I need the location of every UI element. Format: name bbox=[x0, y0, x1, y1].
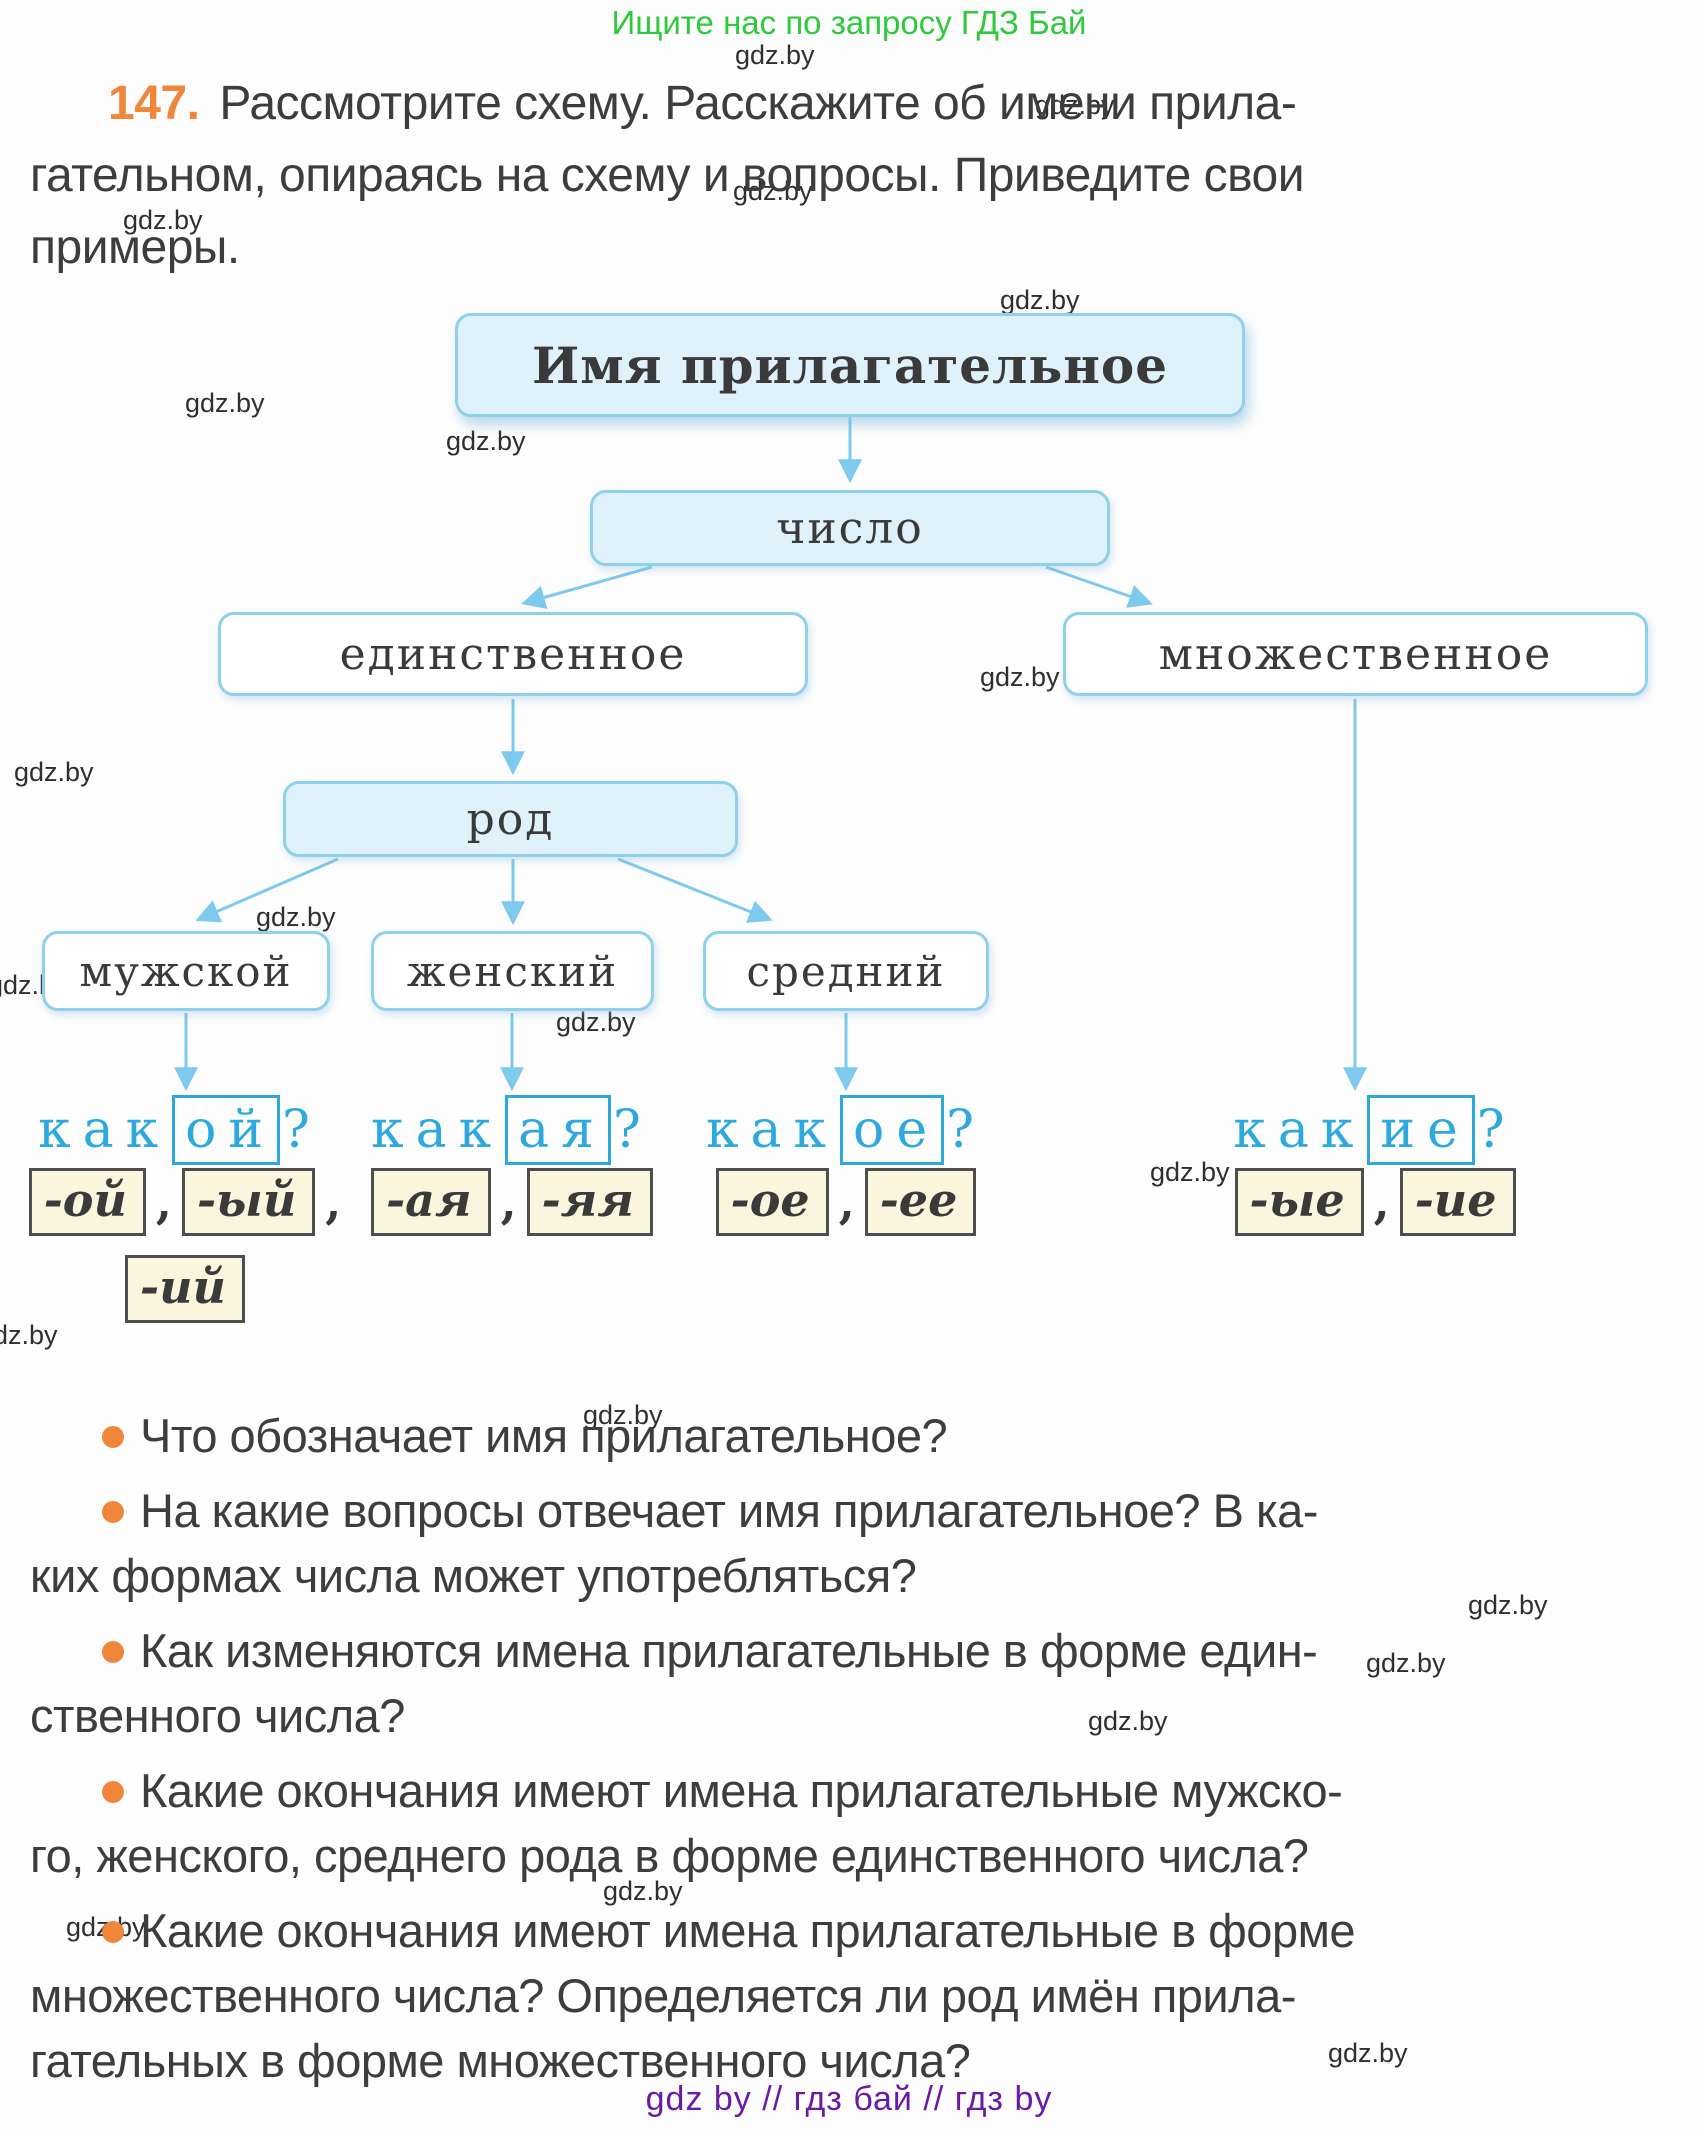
node-singular: единственное bbox=[218, 612, 808, 696]
gdz-watermark: gdz.by bbox=[603, 1876, 683, 1906]
gdz-watermark: gdz.by bbox=[0, 1320, 58, 1350]
gdz-watermark: gdz.by bbox=[556, 1007, 636, 1037]
exercise-intro-line-3: примеры. bbox=[30, 221, 240, 274]
bullet-dot bbox=[102, 1641, 124, 1663]
node-number: число bbox=[590, 490, 1110, 566]
comma: , bbox=[500, 1175, 517, 1229]
gdz-watermark: gdz.by bbox=[583, 1400, 663, 1430]
question-2-line-1: На какие вопросы отвечает имя прилагател… bbox=[30, 1483, 1318, 1538]
gdz-watermark: gdz.by bbox=[1468, 1590, 1548, 1620]
endings-plural: -ые, -ие bbox=[1234, 1168, 1516, 1236]
question-5-line-2: множественного числа? Определяется ли ро… bbox=[30, 1969, 1296, 2022]
qw-prefix: как bbox=[1233, 1100, 1366, 1160]
question-2-line-2: ких формах числа может употребляться? bbox=[30, 1549, 917, 1602]
question-text: Какие окончания имеют имена прилагательн… bbox=[140, 1764, 1343, 1817]
question-5-line-1: Какие окончания имеют имена прилагательн… bbox=[30, 1903, 1356, 1958]
ending-chip: -ие bbox=[1399, 1168, 1516, 1236]
comma: , bbox=[325, 1175, 342, 1229]
exercise-intro-line-2: гательном, опираясь на схему и вопросы. … bbox=[30, 149, 1305, 202]
qw-mark: ? bbox=[1476, 1100, 1517, 1160]
question-text: Какие окончания имеют имена прилагательн… bbox=[140, 1904, 1356, 1957]
endings-masculine-row-2: -ий bbox=[30, 1255, 340, 1323]
endings-neuter: -ое, -ее bbox=[715, 1168, 977, 1236]
question-4-line-2: го, женского, среднего рода в форме един… bbox=[30, 1829, 1309, 1882]
question-3-line-2: ственного числа? bbox=[30, 1689, 405, 1742]
gdz-watermark: gdz.by bbox=[1088, 1706, 1168, 1736]
question-text: Что обозначает имя прилагательное? bbox=[140, 1409, 948, 1462]
ending-chip: -ий bbox=[125, 1255, 245, 1323]
qw-mark: ? bbox=[612, 1100, 653, 1160]
question-text: Как изменяются имена прилагательные в фо… bbox=[140, 1624, 1318, 1677]
comma: , bbox=[155, 1175, 172, 1229]
comma: , bbox=[1373, 1175, 1390, 1229]
question-4-line-1: Какие окончания имеют имена прилагательн… bbox=[30, 1763, 1343, 1818]
node-adjective-root: Имя прилагательное bbox=[455, 313, 1245, 417]
qw-prefix: как bbox=[38, 1100, 171, 1160]
gdz-watermark: gdz.by bbox=[1328, 2038, 1408, 2068]
qw-ending-box: ая bbox=[505, 1095, 611, 1165]
qw-ending-box: ой bbox=[172, 1095, 281, 1165]
bullet-dot bbox=[102, 1426, 124, 1448]
ending-chip: -ое bbox=[715, 1168, 829, 1236]
intro-text-1: Рассмотрите схему. Расскажите об имени п… bbox=[219, 77, 1297, 130]
node-neuter: средний bbox=[703, 931, 989, 1011]
ending-chip: -яя bbox=[526, 1168, 653, 1236]
gdz-watermark: gdz.by bbox=[446, 426, 526, 456]
node-plural: множественное bbox=[1063, 612, 1648, 696]
gdz-watermark: gdz.by bbox=[733, 176, 813, 206]
gdz-watermark: gdz.by bbox=[1150, 1157, 1230, 1187]
connector-arrows bbox=[174, 416, 1367, 1092]
footer-promo: gdz by // гдз бай // гдз by bbox=[645, 2080, 1053, 2118]
qw-ending-box: ое bbox=[840, 1095, 945, 1165]
node-masculine: мужской bbox=[42, 931, 330, 1011]
adjective-scheme-diagram: Имя прилагательное число единственное мн… bbox=[0, 300, 1698, 1450]
question-1-line-1: Что обозначает имя прилагательное? bbox=[30, 1408, 948, 1463]
ending-chip: -ая bbox=[371, 1168, 491, 1236]
comma: , bbox=[838, 1175, 855, 1229]
qw-mark: ? bbox=[946, 1100, 986, 1160]
endings-masculine-row-1: -ой, -ый, bbox=[28, 1168, 342, 1236]
question-5-line-3: гательных в форме множественного числа? bbox=[30, 2034, 971, 2087]
node-feminine: женский bbox=[371, 931, 654, 1011]
promo-header: Ищите нас по запросу ГДЗ Бай bbox=[611, 4, 1087, 41]
bullet-dot bbox=[102, 1781, 124, 1803]
ending-chip: -ой bbox=[28, 1168, 146, 1236]
endings-feminine: -ая, -яя bbox=[371, 1168, 653, 1236]
ending-chip: -ый bbox=[181, 1168, 316, 1236]
gdz-watermark: gdz.by bbox=[185, 388, 265, 418]
qw-prefix: как bbox=[371, 1100, 504, 1160]
gdz-watermark: gdz.by bbox=[1035, 90, 1115, 120]
gdz-watermark: gdz.by bbox=[980, 662, 1060, 692]
gdz-watermark: gdz.by bbox=[14, 757, 94, 787]
gdz-watermark: gdz.by bbox=[735, 40, 815, 70]
qw-mark: ? bbox=[282, 1100, 322, 1160]
qw-prefix: как bbox=[706, 1100, 839, 1160]
exercise-number: 147. bbox=[108, 77, 200, 130]
gdz-watermark: gdz.by bbox=[256, 902, 336, 932]
gdz-watermark: gdz.by bbox=[1000, 285, 1080, 315]
ending-chip: -ые bbox=[1234, 1168, 1364, 1236]
bullet-dot bbox=[102, 1921, 124, 1943]
exercise-intro-line-1: 147. Рассмотрите схему. Расскажите об име… bbox=[30, 76, 1297, 131]
bullet-dot bbox=[102, 1501, 124, 1523]
node-gender: род bbox=[283, 781, 738, 857]
question-text: На какие вопросы отвечает имя прилагател… bbox=[140, 1484, 1318, 1537]
gdz-watermark: gdz.by bbox=[123, 205, 203, 235]
ending-chip: -ее bbox=[864, 1168, 977, 1236]
gdz-watermark: gdz.by bbox=[1366, 1648, 1446, 1678]
qw-ending-box: ие bbox=[1367, 1095, 1475, 1165]
question-3-line-1: Как изменяются имена прилагательные в фо… bbox=[30, 1623, 1318, 1678]
